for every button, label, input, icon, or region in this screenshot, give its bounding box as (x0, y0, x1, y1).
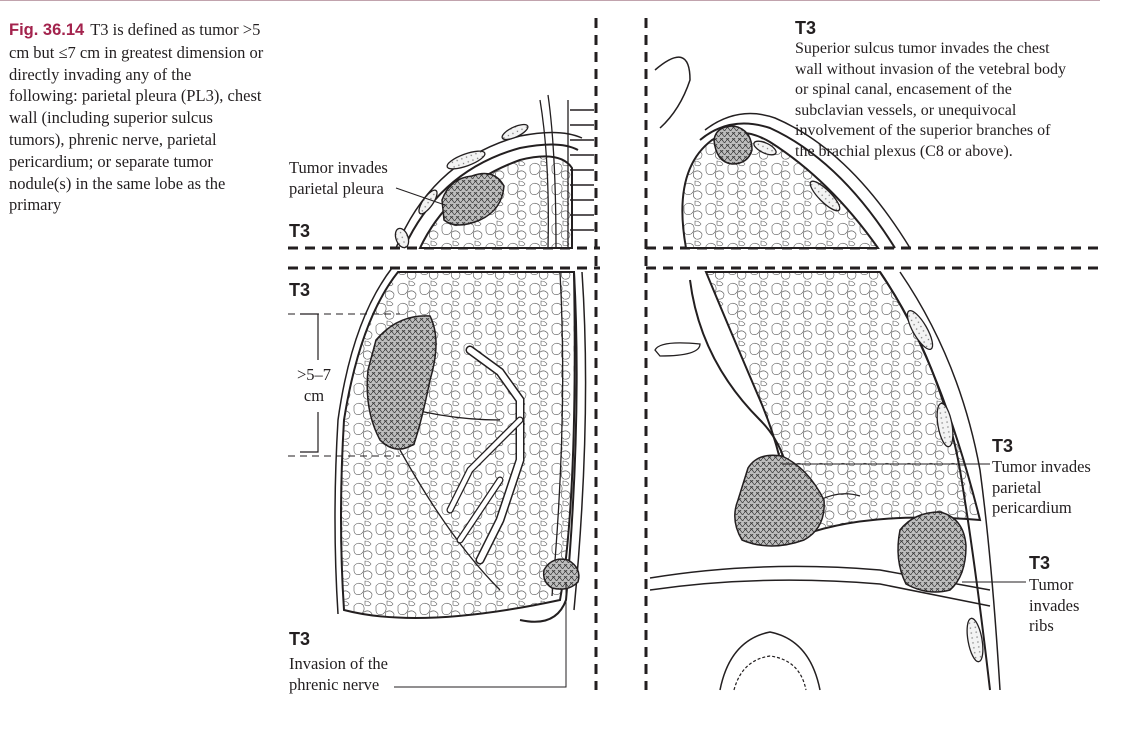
sulcus-line3: or spinal canal, encasement of the (795, 81, 1012, 98)
pleura-leader-line (395, 187, 446, 206)
figure-number: Fig. 36.14 (9, 21, 85, 39)
superior-sulcus-description: Superior sulcus tumor invades the chest … (795, 39, 1066, 162)
top-left-lung (394, 94, 594, 249)
pleura-label-line2: parietal pleura (289, 178, 384, 198)
measurement-label: >5–7 cm (296, 365, 332, 406)
ribs-label-line3: ribs (1029, 616, 1054, 635)
measurement-unit: cm (303, 385, 325, 405)
sulcus-line6: the brachial plexus (C8 or above). (795, 142, 1013, 160)
measurement-bracket (288, 313, 400, 457)
sulcus-line1: Superior sulcus tumor invades the chest (795, 40, 1050, 57)
ribs-label-line2: invades (1029, 595, 1080, 615)
sulcus-line5: involvement of the superior branches of (795, 122, 1051, 139)
sulcus-line4: subclavian vessels, or unequivocal (795, 101, 1017, 119)
top-left-stage: T3 (289, 221, 311, 241)
ribs-label-line1: Tumor (1029, 575, 1074, 594)
phrenic-tumor (542, 558, 580, 590)
pleura-tumor (441, 172, 505, 226)
superior-sulcus-tumor (713, 125, 753, 165)
pericardium-stage: T3 (992, 436, 1014, 456)
pericardium-label-line1: Tumor invades (992, 457, 1091, 476)
bottom-left-stage-bottom: T3 (289, 629, 311, 649)
phrenic-label: Invasion of the phrenic nerve (289, 654, 388, 695)
large-tumor (366, 315, 437, 450)
sulcus-line2: wall without invasion of the vetebral bo… (795, 60, 1067, 78)
pleura-label-line1: Tumor invades (289, 158, 388, 177)
top-right-stage: T3 (795, 18, 817, 38)
measurement-value: >5–7 (296, 365, 332, 384)
phrenic-label-line2: phrenic nerve (289, 674, 380, 694)
bottom-right-lung (649, 271, 1001, 691)
rib-tumor (897, 511, 967, 593)
caption-text: T3 is defined as tumor >5 cm but ≤7 cm i… (9, 20, 264, 215)
pericardium-label-line2: parietal (992, 477, 1042, 497)
ribs-stage: T3 (1029, 553, 1051, 573)
top-rule (0, 0, 1100, 1)
pleura-label: Tumor invades parietal pleura (289, 158, 388, 199)
bottom-left-stage-top: T3 (289, 280, 311, 300)
ribs-label: Tumor invades ribs (1029, 575, 1079, 637)
pericardium-tumor (734, 454, 825, 547)
pericardium-label: Tumor invades parietal pericardium (992, 457, 1091, 519)
pericardium-label-line3: pericardium (992, 498, 1072, 517)
phrenic-label-line1: Invasion of the (289, 654, 388, 673)
phrenic-leader-line (394, 582, 567, 688)
